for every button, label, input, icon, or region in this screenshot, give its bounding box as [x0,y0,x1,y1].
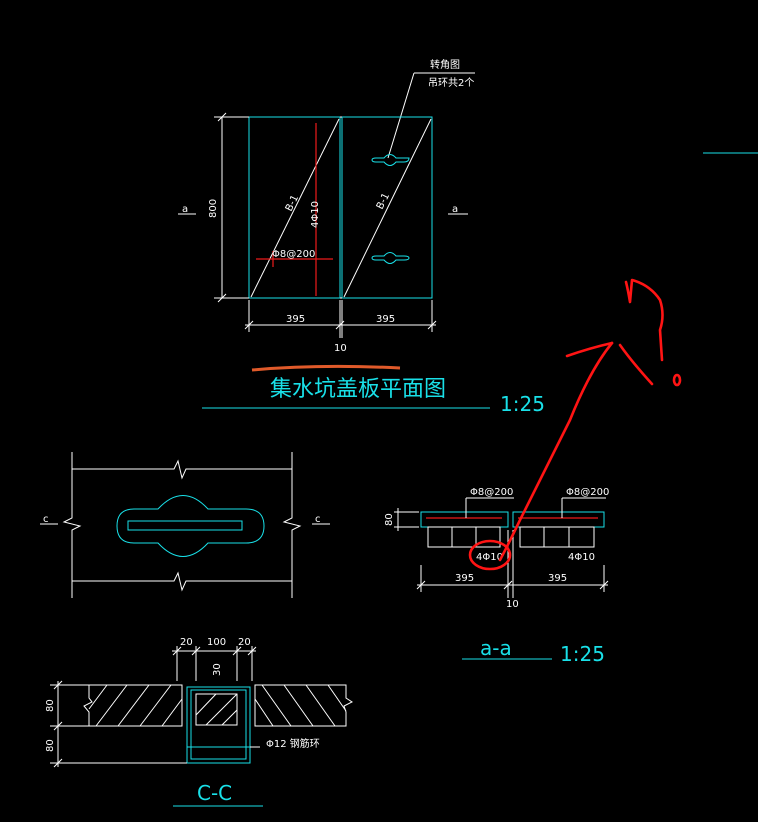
section-c-handle-block [195,693,238,726]
callout-text-1: 转角图 [430,58,460,71]
handle-bar [127,520,243,531]
section-a-slab-left [420,511,509,528]
section-c-steel-box-outer [186,686,251,764]
section-c-dim-lower: 80 [45,739,56,752]
callout-text-2: 吊环共2个 [428,77,474,89]
panel-right-diagonal [343,118,432,298]
plan-title: 集水坑盖板平面图 [270,377,446,402]
section-a-dim-right: 395 [548,573,567,584]
handle-detail: c c [40,452,330,598]
section-a-bar-right-label: 4Φ10 [568,552,595,563]
panel-left-diagonal [250,118,340,298]
section-c: 20 100 20 30 80 80 Φ12 钢筋环 C-C [45,637,353,807]
section-a: Φ8@200 Φ8@200 4Φ10 4Φ10 80 395 395 10 a-… [384,487,609,666]
section-mark-c-right: c [315,514,321,525]
dim-right-text: 395 [376,314,395,325]
plan-view: 转角图 吊环共2个 B-1 B-1 4Φ10 Φ8@200 a a [178,58,545,416]
handle-break-bottom [72,571,292,592]
section-c-steel-box-inner [190,689,247,760]
section-a-ribs-right [519,526,595,548]
section-c-dim-b: 100 [207,637,226,648]
lifting-slot-bottom [371,252,410,264]
section-c-steel-note: Φ12 钢筋环 [266,737,320,750]
dimension-width [244,300,437,338]
section-c-title: C-C [197,781,232,805]
panel-left-outline [248,116,341,299]
dimension-height [214,112,249,303]
dim-height-text: 800 [208,199,219,218]
markup-question-mark [624,278,664,362]
handle-break-top [72,459,292,480]
section-a-slab-right [512,511,605,528]
section-a-bar-left-label: 4Φ10 [476,552,503,563]
dim-left-text: 395 [286,314,305,325]
section-a-scale: 1:25 [560,642,605,666]
section-mark-a-left: a [182,204,188,215]
markup-arrow-line [498,341,614,562]
panel-label-right: B-1 [375,191,392,211]
rebar-dist-label: Φ8@200 [272,249,315,260]
section-a-title: a-a [480,636,512,660]
section-a-dim-left: 395 [455,573,474,584]
section-c-dim-depth: 30 [212,663,223,676]
section-a-ribs-left [427,526,501,548]
rebar-long-label: 4Φ10 [310,201,321,228]
handle-break-right [282,452,302,598]
title-overline-orange [251,364,401,372]
panel-label-left: B-1 [284,193,301,213]
callout-leader [387,72,475,159]
annotation-markup [468,278,682,571]
section-a-rebar-left-label: Φ8@200 [470,487,513,498]
section-a-dim-height: 80 [384,513,395,526]
dim-gap-text: 10 [334,343,347,354]
section-mark-c-left: c [43,514,49,525]
section-a-dim-gap: 10 [506,599,519,610]
handle-break-left [62,452,82,598]
section-a-rebar-right-label: Φ8@200 [566,487,609,498]
markup-dot [672,373,682,387]
section-c-slab-left [83,684,183,727]
section-c-slab-right [254,684,353,727]
section-c-dim-c: 20 [238,637,251,648]
plan-scale: 1:25 [500,392,545,416]
lifting-slot-top [371,154,410,166]
panel-right-outline [341,116,433,299]
section-mark-a-right: a [452,204,458,215]
section-c-dim-a: 20 [180,637,193,648]
section-c-dim-slab: 80 [45,699,56,712]
markup-circle [468,539,512,571]
handle-outline [116,495,265,557]
